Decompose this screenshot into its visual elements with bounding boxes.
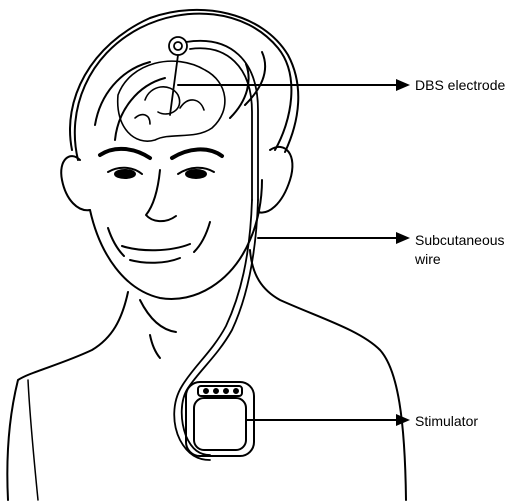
label-subcutaneous-wire: Subcutaneous wire — [415, 231, 505, 269]
stimulator-device — [186, 382, 254, 456]
torso — [7, 250, 406, 500]
label-stimulator: Stimulator — [415, 412, 478, 431]
arrowhead-dbs-electrode — [396, 79, 410, 91]
label-arrows — [178, 85, 398, 420]
arrowhead-subcutaneous-wire — [396, 232, 410, 244]
label-dbs-electrode: DBS electrode — [415, 76, 505, 95]
